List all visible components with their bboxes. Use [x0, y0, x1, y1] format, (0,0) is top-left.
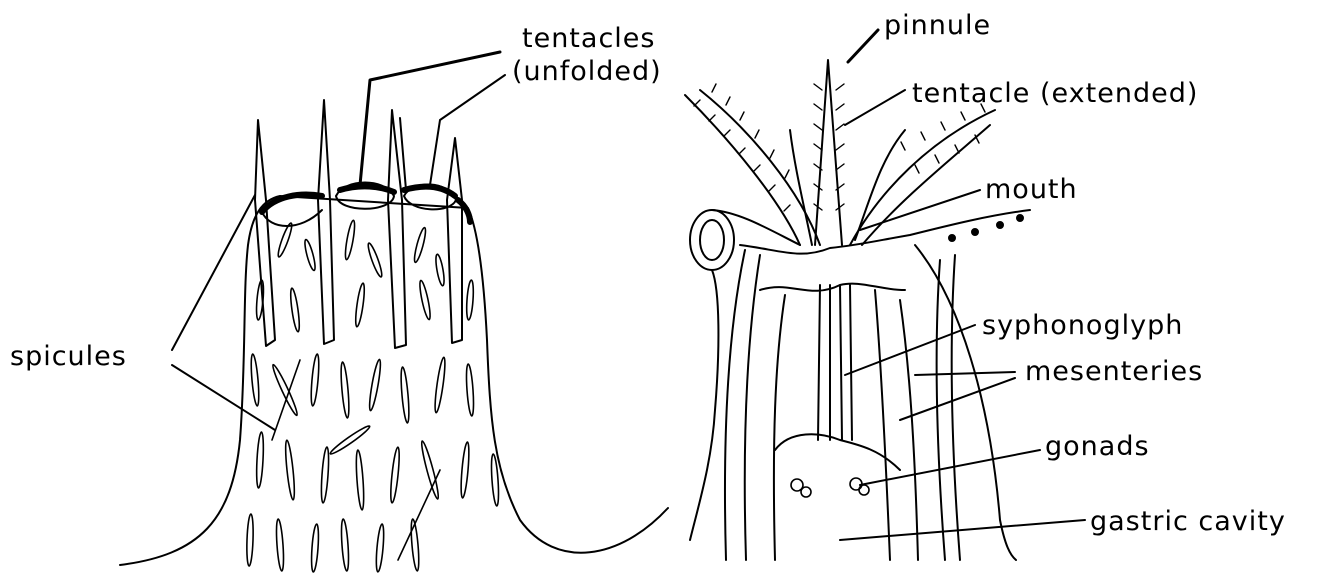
- pharynx: [818, 285, 852, 440]
- leader-tentacle-extended: [845, 90, 905, 125]
- label-gastric-cavity: gastric cavity: [1090, 508, 1286, 535]
- label-gonads: gonads: [1045, 433, 1150, 460]
- label-syphonoglyph: syphonoglyph: [982, 312, 1183, 339]
- mesentery-right-2: [900, 300, 918, 560]
- leader-syphonoglyph: [845, 325, 975, 375]
- leader-gastric-cavity: [840, 520, 1085, 540]
- left-polyp-outline: [120, 196, 668, 565]
- label-unfolded: (unfolded): [512, 58, 662, 85]
- leader-pinnule: [848, 30, 878, 62]
- protruding-spicule-1: [255, 120, 275, 346]
- leader-gonads: [860, 450, 1040, 485]
- protruding-spicule-4: [447, 138, 462, 343]
- gonad-zone: [775, 434, 900, 470]
- capitulum-rim: [262, 186, 470, 222]
- leader-mesenteries-2: [900, 378, 1015, 420]
- label-spicules: spicules: [10, 343, 127, 370]
- leader-mesenteries-1: [915, 372, 1015, 375]
- right-polyp: [685, 60, 1030, 560]
- oral-disc: [740, 210, 1030, 254]
- right-polyp-outer-wall: [725, 245, 1016, 560]
- left-polyp: [120, 100, 668, 572]
- gonads-cluster: [791, 478, 869, 497]
- mesentery-right-1: [875, 290, 890, 560]
- label-mesenteries: mesenteries: [1025, 358, 1203, 385]
- mesentery-left: [774, 295, 785, 560]
- leader-spicules-1: [172, 195, 255, 350]
- label-tentacles: tentacles: [522, 25, 655, 52]
- mesentery-far-right-2: [952, 255, 960, 560]
- protruding-spicule-2: [318, 100, 334, 344]
- tentacle-right: [850, 110, 995, 245]
- leader-mouth: [860, 190, 980, 230]
- tentacle-left-2: [790, 130, 812, 245]
- leader-tentacles-2: [430, 75, 505, 185]
- leader-tentacles-1: [360, 52, 500, 185]
- label-mouth: mouth: [985, 176, 1078, 203]
- label-pinnule: pinnule: [884, 12, 991, 39]
- body-wall-inner: [745, 255, 760, 560]
- oral-disc-lower: [760, 284, 905, 291]
- wall-dots: [949, 215, 1023, 241]
- protruding-spicule-5: [400, 118, 406, 190]
- mesentery-far-right: [937, 260, 945, 560]
- label-tentacle-extended: tentacle (extended): [912, 80, 1198, 107]
